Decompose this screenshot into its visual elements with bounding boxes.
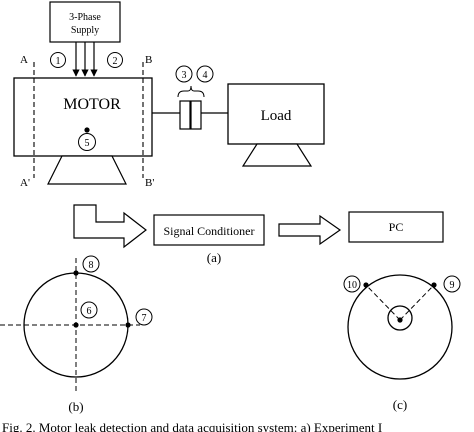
pc-label: PC [389, 220, 404, 234]
sensor-9-label: 9 [450, 280, 455, 291]
caption-c: (c) [393, 397, 407, 412]
motor-stand [47, 155, 127, 185]
sensor-7-marker: 7 [135, 308, 153, 326]
signal-flow-arrow [278, 214, 342, 246]
sensor-1-label: 1 [56, 56, 61, 67]
coupling-brace [177, 85, 205, 98]
sensor-8-marker: 8 [82, 255, 100, 273]
cross-section-c [347, 274, 453, 380]
sensor-8-label: 8 [89, 260, 94, 271]
supply-box: 3-Phase Supply [49, 1, 121, 43]
sensor-7-label: 7 [142, 313, 147, 324]
sensor-6-marker: 6 [80, 301, 98, 319]
sensor-10-label: 10 [347, 280, 357, 291]
figure-caption: Fig. 2. Motor leak detection and data ac… [2, 420, 382, 432]
load-stand [241, 143, 313, 167]
signal-conditioner-label: Signal Conditioner [164, 224, 255, 238]
section-label-a-bottom: A' [20, 177, 30, 189]
sensor-9-marker: 9 [443, 275, 461, 293]
shaft-coupling [152, 100, 228, 130]
sensor-2-label: 2 [113, 56, 118, 67]
caption-a: (a) [207, 250, 221, 265]
sensor-2-marker: 2 [107, 52, 123, 68]
supply-label-line1: 3-Phase [69, 12, 101, 23]
sensor-10-marker: 10 [343, 275, 361, 293]
motor-label: MOTOR [63, 96, 121, 113]
section-label-b-bottom: B' [145, 177, 154, 189]
sensor-1-marker: 1 [50, 52, 66, 68]
sensor-5-label: 5 [85, 138, 90, 149]
signal-conditioner-box: Signal Conditioner [153, 214, 265, 246]
sensor-6-label: 6 [87, 306, 92, 317]
supply-label-line2: Supply [71, 25, 99, 36]
sensor-4-marker: 4 [196, 65, 214, 83]
supply-arrows [72, 42, 98, 77]
caption-b: (b) [68, 399, 83, 414]
load-box: Load [227, 83, 325, 145]
sensor-3-label: 3 [182, 70, 187, 81]
cross-section-b [0, 258, 140, 393]
load-label: Load [261, 108, 292, 124]
section-label-b-top: B [145, 54, 152, 66]
sensor-5-marker: 5 [78, 127, 96, 151]
section-label-a-top: A [20, 54, 28, 66]
sensor-3-marker: 3 [175, 65, 193, 83]
pc-box: PC [348, 211, 444, 243]
signal-flow-bent-arrow [73, 204, 147, 249]
sensor-4-label: 4 [203, 70, 208, 81]
